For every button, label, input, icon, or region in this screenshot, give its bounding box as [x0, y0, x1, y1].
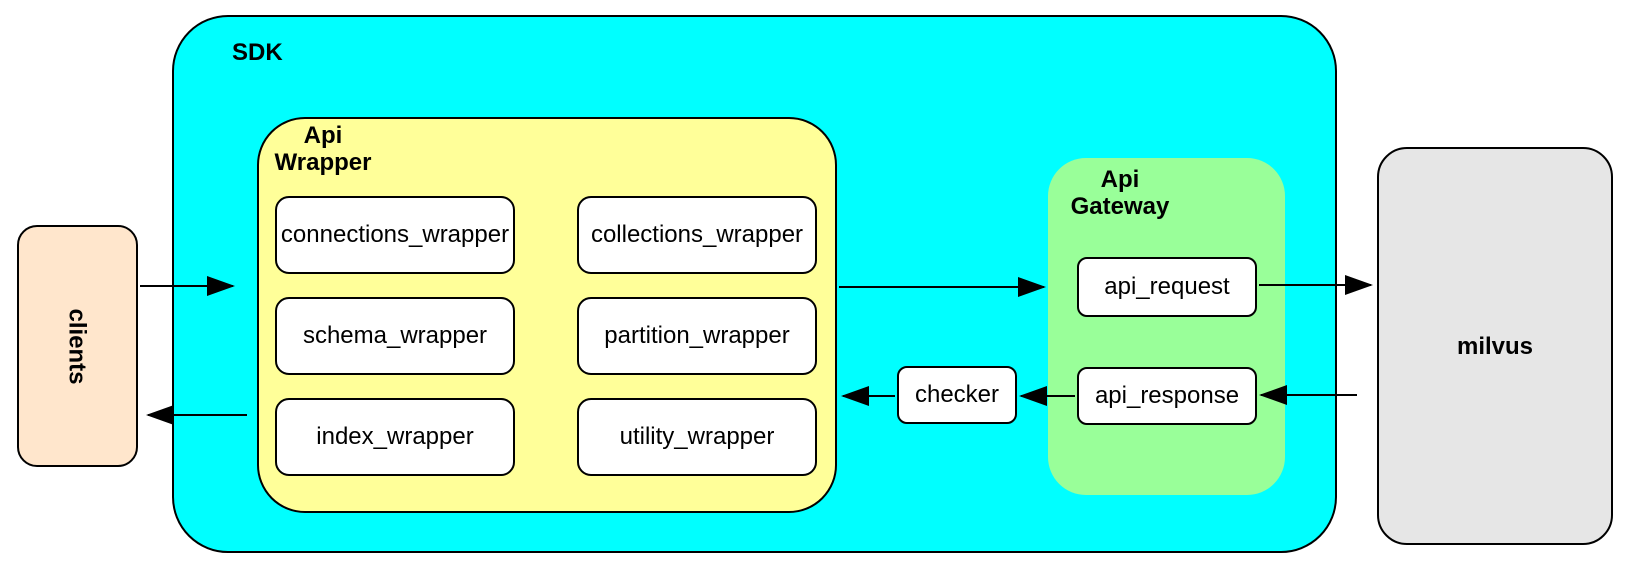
node-api-response: api_response — [1077, 367, 1257, 425]
api-gateway-title-line1: Api — [1100, 166, 1140, 193]
node-connections-wrapper: connections_wrapper — [275, 196, 515, 274]
node-collections-wrapper: collections_wrapper — [577, 196, 817, 274]
node-schema-wrapper: schema_wrapper — [275, 297, 515, 375]
api-gateway-title-line2: Gateway — [1070, 193, 1170, 220]
node-partition-wrapper: partition_wrapper — [577, 297, 817, 375]
node-api-request: api_request — [1077, 257, 1257, 317]
node-milvus: milvus — [1377, 147, 1613, 545]
api-wrapper-title-line2: Wrapper — [274, 149, 372, 176]
api-gateway-title: Api Gateway — [1058, 166, 1182, 220]
node-checker: checker — [897, 366, 1017, 424]
api-wrapper-title-line1: Api — [303, 122, 343, 149]
node-clients: clients — [17, 225, 138, 467]
node-index-wrapper: index_wrapper — [275, 398, 515, 476]
sdk-label: SDK — [232, 39, 283, 66]
node-api-gateway: Api Gateway — [1048, 158, 1285, 495]
node-utility-wrapper: utility_wrapper — [577, 398, 817, 476]
api-wrapper-title: Api Wrapper — [259, 122, 387, 176]
clients-label: clients — [64, 307, 91, 385]
